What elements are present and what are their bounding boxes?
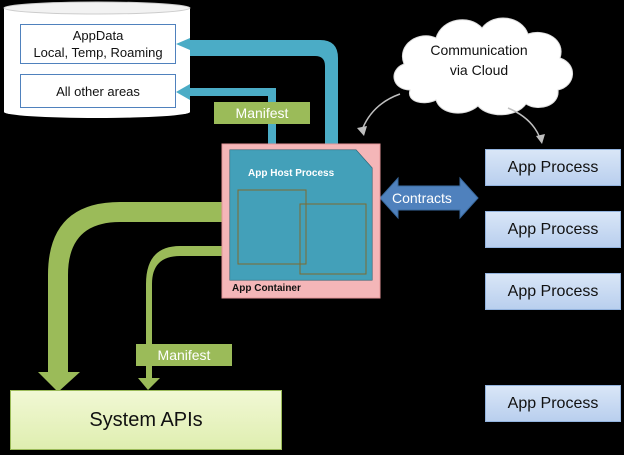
contracts-label: Contracts bbox=[392, 190, 452, 206]
cloud-line-1: Communication bbox=[430, 42, 528, 58]
system-api-arrows bbox=[38, 202, 222, 392]
appdata-subtitle: Local, Temp, Roaming bbox=[33, 45, 163, 60]
cloud-connector-arrows bbox=[361, 93, 541, 139]
inner-rect-1 bbox=[237, 189, 307, 265]
app-process-4: App Process bbox=[485, 385, 621, 422]
appdata-box: AppData Local, Temp, Roaming bbox=[20, 24, 176, 64]
cloud-shape bbox=[393, 17, 573, 116]
other-areas-box: All other areas bbox=[20, 74, 176, 108]
app-process-3: App Process bbox=[485, 273, 621, 310]
app-container-label: App Container bbox=[232, 283, 301, 294]
manifest-top-label: Manifest bbox=[214, 102, 310, 124]
other-areas-label: All other areas bbox=[56, 83, 140, 99]
app-host-process-label: App Host Process bbox=[248, 168, 335, 179]
appdata-title: AppData bbox=[72, 28, 124, 43]
cloud-line-2: via Cloud bbox=[449, 62, 509, 78]
manifest-bottom-label: Manifest bbox=[136, 344, 232, 366]
system-apis-box: System APIs bbox=[10, 390, 282, 450]
inner-rect-2 bbox=[299, 203, 367, 275]
app-process-2: App Process bbox=[485, 211, 621, 248]
app-process-1: App Process bbox=[485, 149, 621, 186]
storage-access-arrow bbox=[176, 38, 338, 146]
double-arrow bbox=[379, 176, 479, 220]
cloud-label: Communication via Cloud bbox=[414, 40, 544, 80]
